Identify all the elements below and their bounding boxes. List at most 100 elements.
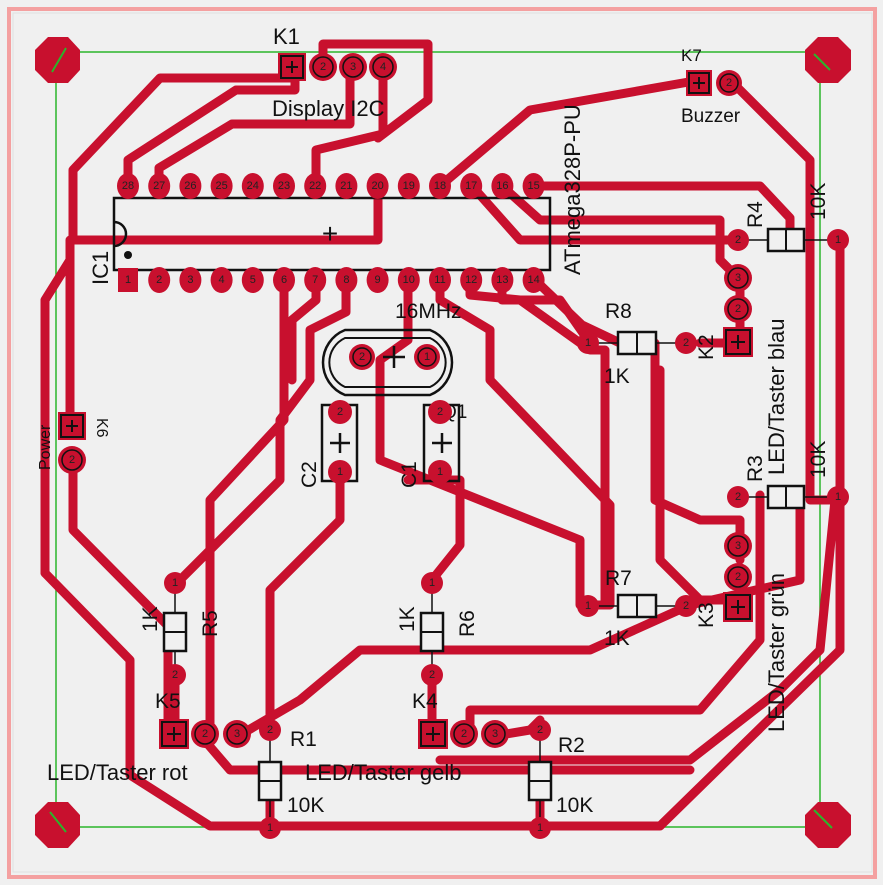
r5-ref: R5 bbox=[199, 610, 222, 637]
mounting-hole-top-right bbox=[805, 37, 851, 83]
trace bbox=[68, 181, 383, 245]
ic-pin-pad bbox=[117, 173, 139, 199]
ic-ref-label: IC1 bbox=[88, 251, 113, 285]
ic-pin-pad bbox=[460, 173, 483, 199]
pad-number: 1 bbox=[835, 234, 841, 246]
trace bbox=[530, 275, 625, 348]
r6-ref: R6 bbox=[456, 610, 479, 637]
c1-capacitor: 2 1 C1 bbox=[398, 400, 461, 488]
ic-pin-number: 11 bbox=[434, 274, 445, 286]
ic-pin-number: 2 bbox=[156, 274, 162, 286]
crystal-value: 16MHz bbox=[395, 300, 462, 323]
r3-resistor: 2 1 R3 10K bbox=[727, 441, 849, 510]
trace bbox=[68, 73, 300, 245]
q1-crystal: 2 1 16MHz Q1 bbox=[321, 300, 467, 423]
ic-pin-pad bbox=[148, 173, 171, 199]
ic-pin-number: 12 bbox=[465, 274, 477, 286]
pad-number: 2 bbox=[735, 491, 741, 503]
pad-number: 2 bbox=[437, 406, 443, 418]
k1-label: Display I2C bbox=[272, 96, 385, 121]
pad-number: 2 bbox=[267, 724, 273, 736]
r3-value: 10K bbox=[807, 441, 830, 478]
pad-number: 1 bbox=[585, 600, 591, 612]
ic-pin-pad bbox=[304, 267, 327, 293]
board-edge bbox=[7, 7, 877, 879]
ic-pin-pad bbox=[366, 267, 389, 293]
ic-pin-pad bbox=[366, 173, 389, 199]
pad-number: 2 bbox=[69, 454, 75, 466]
trace bbox=[175, 275, 351, 585]
pad-number: 2 bbox=[320, 61, 326, 73]
ic-value-label: ATmega328P-PU bbox=[560, 104, 585, 275]
ic-pin-number: 21 bbox=[340, 180, 352, 192]
pad-number: 1 bbox=[172, 577, 178, 589]
trace bbox=[311, 62, 388, 191]
pad-number: 2 bbox=[429, 669, 435, 681]
r6-value: 1K bbox=[396, 606, 419, 632]
k2-connector: 2 3 K2 bbox=[695, 264, 753, 360]
pad-number: 2 bbox=[735, 234, 741, 246]
label-led-rot: LED/Taster rot bbox=[47, 760, 188, 785]
pad-number: 1 bbox=[437, 466, 443, 478]
c2-ref: C2 bbox=[298, 461, 321, 488]
pad-number: 2 bbox=[461, 728, 467, 740]
ic-pin-pad bbox=[522, 267, 545, 293]
k6-ref: K6 bbox=[93, 418, 110, 438]
pad-number: 1 bbox=[429, 577, 435, 589]
pad-number: 2 bbox=[337, 406, 343, 418]
r5-value: 1K bbox=[139, 606, 162, 632]
pad-number: 3 bbox=[350, 61, 356, 73]
ic-pin-pad bbox=[335, 173, 358, 199]
trace bbox=[235, 600, 695, 740]
r4-value: 10K bbox=[807, 183, 830, 220]
ic-pin-pad bbox=[460, 267, 483, 293]
r1-resistor: 2 1 R1 10K bbox=[257, 719, 324, 839]
ic-body bbox=[112, 196, 552, 272]
board-edge-inner bbox=[12, 12, 873, 873]
ic-pin-number: 4 bbox=[219, 274, 225, 286]
r7-resistor: 1 2 R7 1K bbox=[577, 567, 697, 650]
c1-ref: C1 bbox=[398, 461, 421, 488]
ic-pin-pad bbox=[304, 173, 327, 199]
ic-pin-pad bbox=[179, 267, 202, 293]
label-led-gelb: LED/Taster gelb bbox=[305, 760, 462, 785]
r1-value: 10K bbox=[287, 794, 324, 817]
k7-ref: K7 bbox=[681, 46, 702, 65]
ic-pin-pad bbox=[491, 173, 514, 199]
ic-pin-pad bbox=[210, 267, 233, 293]
k3-connector: 2 3 K3 bbox=[695, 532, 753, 628]
ic-pin-number: 19 bbox=[403, 180, 415, 192]
k1-display-connector: 2 3 4 K1 Display I2C bbox=[272, 24, 397, 121]
ic-notch bbox=[113, 220, 128, 248]
ic-pin-pad bbox=[522, 173, 545, 199]
ic-pin-pad bbox=[273, 173, 295, 199]
ic-pin-number: 1 bbox=[125, 274, 131, 286]
pad-number: 1 bbox=[424, 351, 430, 363]
k3-ref: K3 bbox=[695, 602, 718, 628]
ic-pin-number: 22 bbox=[309, 180, 321, 192]
pad-number: 3 bbox=[735, 540, 741, 552]
ic-pin-number: 6 bbox=[281, 274, 287, 286]
trace bbox=[435, 495, 840, 765]
k4-ref: K4 bbox=[412, 690, 438, 713]
ic-pin-pad bbox=[179, 173, 202, 199]
pad-number: 2 bbox=[202, 728, 208, 740]
pad-number: 2 bbox=[683, 600, 689, 612]
ic-pin-number: 16 bbox=[496, 180, 508, 192]
ic-pin-number: 15 bbox=[527, 180, 539, 192]
pad-number: 2 bbox=[537, 724, 543, 736]
r7-ref: R7 bbox=[605, 567, 632, 590]
k5-ref: K5 bbox=[155, 690, 181, 713]
ic-pin-pad bbox=[397, 173, 420, 199]
k7-buzzer-connector: 2 K7 Buzzer bbox=[681, 46, 742, 127]
k4-connector: 2 3 K4 bbox=[412, 690, 509, 749]
r4-ref: R4 bbox=[744, 201, 767, 228]
ic-pin-pad bbox=[148, 267, 171, 293]
ic-plus: + bbox=[322, 218, 338, 249]
r6-resistor: 1 2 1K R6 bbox=[396, 572, 479, 686]
trace bbox=[725, 75, 843, 505]
r8-resistor: 1 2 R8 1K bbox=[577, 300, 697, 388]
r8-ref: R8 bbox=[605, 300, 632, 323]
